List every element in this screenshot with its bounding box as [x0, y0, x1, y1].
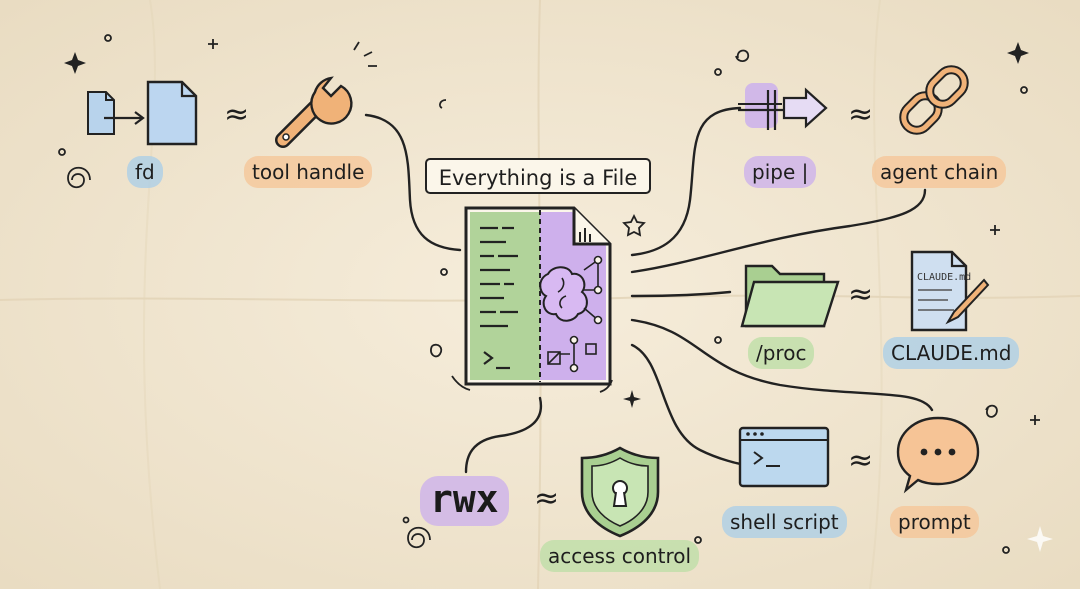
approx-symbol-shell: ≈ — [848, 443, 874, 478]
label-access-control: access control — [540, 540, 700, 572]
label-claude-md: CLAUDE.md — [883, 337, 1020, 369]
speech-bubble-icon — [896, 416, 980, 494]
diagram-title: Everything is a File — [425, 158, 651, 194]
label-fd: fd — [127, 156, 163, 188]
pipe-icon — [738, 83, 828, 130]
wrench-icon — [275, 41, 377, 148]
sparkle-icon — [1027, 526, 1053, 552]
approx-symbol-fd: ≈ — [224, 97, 250, 132]
label-proc: /proc — [748, 337, 815, 369]
claude-file-tag: CLAUDE.md — [917, 272, 972, 283]
approx-symbol-proc: ≈ — [848, 277, 874, 312]
terminal-icon — [738, 426, 830, 488]
brain-file-icon — [451, 206, 613, 393]
shield-lock-icon — [580, 446, 660, 538]
label-pipe: pipe | — [744, 156, 817, 188]
label-tool-handle: tool handle — [244, 156, 373, 188]
label-prompt: prompt — [890, 506, 979, 538]
approx-symbol-rwx: ≈ — [534, 481, 560, 516]
label-rwx: rwx — [420, 476, 509, 526]
file-descriptor-icon — [87, 80, 198, 146]
label-agent-chain: agent chain — [872, 156, 1007, 188]
label-shell-script: shell script — [722, 506, 847, 538]
document-edit-icon — [910, 250, 990, 332]
folder-icon — [740, 264, 840, 328]
approx-symbol-pipe: ≈ — [848, 97, 874, 132]
connector-lines — [364, 106, 934, 474]
chain-link-icon — [899, 65, 969, 135]
decorative-doodles — [58, 34, 1040, 554]
